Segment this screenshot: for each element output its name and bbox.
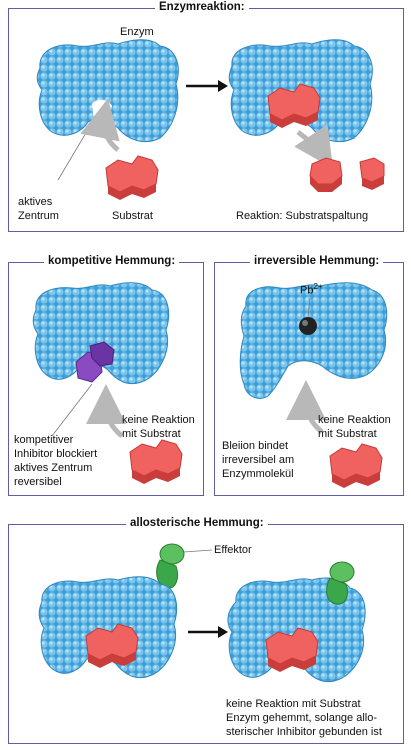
substrate-5	[265, 627, 319, 672]
label-enzym-gehemmt: Enzym gehemmt, solange allo-	[226, 712, 378, 724]
label-enzymmolekuel: Enzymmolekül	[222, 468, 294, 480]
label-bleiion: Bleiion bindet	[222, 440, 289, 452]
label-inhibitor-blockiert: Inhibitor blockiert	[14, 448, 98, 460]
label-allosterischer-inhibitor: sterischer Inhibitor gebunden ist	[226, 726, 382, 738]
label-enzym: Enzym	[120, 26, 154, 38]
label-keine-reaktion-2b: mit Substrat	[122, 428, 181, 440]
pointer-lead-ion	[307, 297, 311, 317]
enzyme-blob-1	[36, 39, 179, 143]
arrow-substrat-binding	[80, 98, 120, 152]
label-irreversibel-am: irreversibel am	[222, 454, 295, 466]
label-keine-reaktion-2a: keine Reaktion	[122, 414, 195, 426]
arrow-no-reaction-3	[286, 380, 327, 434]
label-kompetitiver: kompetitiver	[14, 434, 74, 446]
arrow-no-reaction-2	[86, 384, 127, 438]
label-aktives: aktives	[18, 196, 53, 208]
label-reversibel: reversibel	[14, 476, 62, 488]
substrate-bound	[267, 83, 321, 128]
pointer-effektor	[183, 549, 213, 553]
substrate-1	[105, 155, 159, 200]
label-effektor: Effektor	[214, 544, 252, 556]
title-allosterische-hemmung: allosterische Hemmung:	[126, 517, 268, 529]
pointer-inhibitor	[51, 383, 93, 437]
label-reaktion: Reaktion: Substratspaltung	[236, 210, 369, 222]
label-pb-charge: 2+	[313, 282, 323, 291]
arrow-cleavage	[294, 124, 334, 169]
effector-bound	[326, 561, 355, 605]
lead-ion	[299, 317, 317, 335]
effector-molecule	[156, 543, 185, 589]
label-keine-reaktion-3b: mit Substrat	[318, 428, 377, 440]
label-keine-reaktion-4: keine Reaktion mit Substrat	[226, 698, 361, 710]
substrate-2	[129, 439, 183, 484]
label-pb-base: Pb	[300, 284, 314, 297]
inhibitor-competitive	[75, 341, 115, 383]
substrate-4	[85, 623, 139, 668]
enzyme-blob-5	[38, 576, 178, 679]
enzyme-blob-3	[32, 282, 170, 385]
label-aktives-zentrum: aktives Zentrum	[14, 462, 93, 474]
label-substrat: Substrat	[112, 210, 153, 222]
title-irreversible-hemmung: irreversible Hemmung:	[250, 255, 384, 267]
label-pb-ion: Pb2+	[300, 280, 323, 298]
substrate-3	[329, 443, 383, 488]
enzyme-blob-4	[239, 282, 388, 399]
label-keine-reaktion-3a: keine Reaktion	[318, 414, 391, 426]
label-zentrum: Zentrum	[18, 210, 59, 222]
title-kompetitive-hemmung: kompetitive Hemmung:	[44, 255, 180, 267]
product-2	[359, 157, 385, 190]
product-1	[309, 157, 343, 192]
title-enzymreaktion: Enzymreaktion:	[155, 1, 249, 13]
